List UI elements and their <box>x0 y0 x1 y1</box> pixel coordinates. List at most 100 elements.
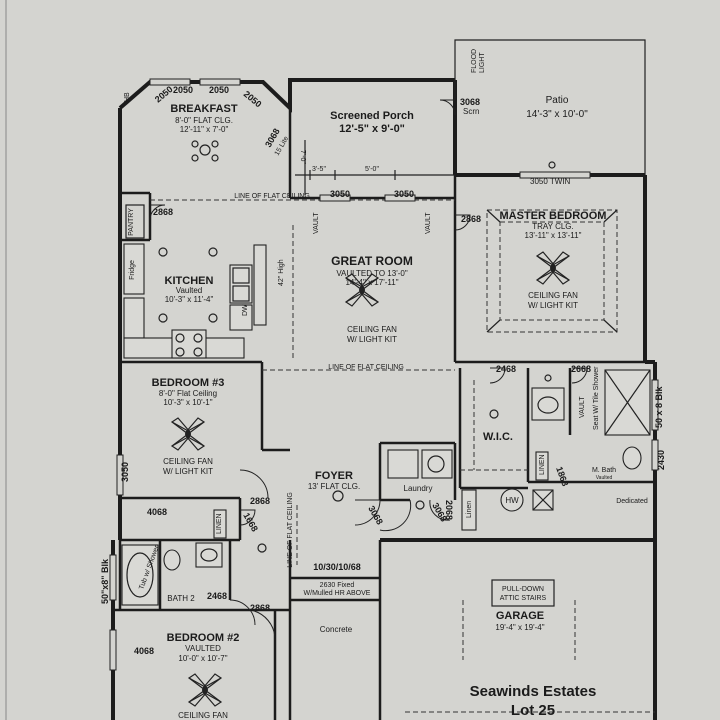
door-2868-bed3: 2868 <box>250 496 270 506</box>
window-2050-c: 2050 <box>209 85 229 95</box>
hose-bib: HB <box>124 92 131 102</box>
breakfast-size: 12'-11" x 7'-0" <box>180 125 229 134</box>
bedroom3-ceiling: 8'-0" Flat Ceiling <box>159 389 217 398</box>
pantry-name: PANTRY <box>128 208 135 236</box>
door-scrn-note: Scrn <box>463 107 479 116</box>
bedroom3-fan: CEILING FAN <box>163 457 213 466</box>
master-size: 13'-11" x 13'-11" <box>525 231 582 240</box>
garage-name: GARAGE <box>496 610 544 622</box>
kitchen-name: KITCHEN <box>165 275 214 287</box>
flood-light: FLOOD <box>471 49 478 73</box>
window-3050-twin: 3050 TWIN <box>530 177 571 186</box>
interior-walls <box>113 108 655 720</box>
dim-7-0: 7'-0" <box>299 150 306 164</box>
ceiling-lines <box>150 140 618 565</box>
window-3050-bed3: 3050 <box>120 462 130 482</box>
kitchen-fixtures <box>123 204 267 359</box>
great-room-size: 14'-4" x 17'-11" <box>345 278 398 287</box>
foyer-name: FOYER <box>315 470 353 482</box>
door-3068-scrn: 3068 <box>460 97 480 107</box>
bar-high: 42" High <box>278 259 285 286</box>
great-room-fan2: W/ LIGHT KIT <box>347 335 397 344</box>
great-room-fan: CEILING FAN <box>347 325 397 334</box>
door-2868-bed2: 2868 <box>250 603 270 613</box>
bedroom2-size: 10'-0" x 10'-7" <box>178 654 227 663</box>
dim-5-0: 5'-0" <box>365 166 379 173</box>
mbath-name: M. Bath <box>592 467 616 474</box>
flood-light2: LIGHT <box>479 52 486 73</box>
door-2868-master: 2868 <box>461 214 481 224</box>
master-ceiling: TRAY CLG. <box>532 222 574 231</box>
master-fan2: W/ LIGHT KIT <box>528 301 578 310</box>
dishwasher: DW <box>242 304 249 316</box>
great-room-name: GREAT ROOM <box>331 254 413 268</box>
foyer-ceiling: 13' FLAT CLG. <box>308 482 360 491</box>
room-labels: BREAKFAST 8'-0" FLAT CLG. 12'-11" x 7'-0… <box>128 95 648 720</box>
laundry-name: Laundry <box>404 484 433 493</box>
windows <box>109 78 659 671</box>
line-flat-ceiling-top: LINE OF FLAT CEILING <box>234 193 310 200</box>
bedroom2-fan: CEILING FAN <box>178 711 228 720</box>
patio-size: 14'-3" x 10'-0" <box>526 109 588 120</box>
light-fixture-icons <box>158 161 556 553</box>
door-2068-laundry: 2068 <box>444 500 454 520</box>
wic-name: W.I.C. <box>483 431 513 443</box>
vault-a: VAULT <box>313 212 320 234</box>
fixed-window: 2630 Fixed <box>320 582 355 589</box>
linen-c: Linen <box>466 501 473 518</box>
kitchen-ceiling: Vaulted <box>176 286 203 295</box>
line-flat-ceiling-vert: LINE OF FLAT CEILING <box>287 492 294 568</box>
master-fan: CEILING FAN <box>528 291 578 300</box>
concrete-name: Concrete <box>320 625 353 634</box>
window-2050-b: 2050 <box>173 85 193 95</box>
patio-name: Patio <box>546 95 569 106</box>
bath-fixtures <box>121 369 651 606</box>
fridge-name: Fridge <box>129 260 136 280</box>
bedroom3-fan2: W/ LIGHT KIT <box>163 467 213 476</box>
bedroom2-name: BEDROOM #2 <box>167 632 240 644</box>
door-swings <box>149 99 588 641</box>
dedicated-name: Dedicated <box>616 498 648 505</box>
door-2668-mbath: 2668 <box>571 364 591 374</box>
plan-title: Seawinds Estates Lot 25 <box>470 683 597 719</box>
line-flat-ceiling-mid: LINE OF FLAT CEILING <box>328 364 404 371</box>
breakfast-ceiling: 8'-0" FLAT CLG. <box>175 116 233 125</box>
kitchen-size: 10'-3" x 11'-4" <box>165 295 214 304</box>
title-line2: Lot 25 <box>511 702 555 719</box>
door-4068-bed2: 4068 <box>134 646 154 656</box>
shower-note: Seat W/ Tile Shower <box>593 366 600 430</box>
bedroom3-size: 10'-3" x 10'-1" <box>163 398 212 407</box>
attic-stairs <box>462 579 576 660</box>
vault-mbath: VAULT <box>579 396 586 418</box>
porch-name: Screened Porch <box>330 110 414 122</box>
window-3050-a: 3050 <box>330 189 350 199</box>
linen-a: LINEN <box>539 454 546 475</box>
patio-outline <box>454 39 646 175</box>
fixed-window2: W/Mulled HR ABOVE <box>304 590 371 597</box>
water-heater: HW <box>505 496 519 505</box>
garage-size: 19'-4" x 19'-4" <box>495 623 544 632</box>
master-name: MASTER BEDROOM <box>500 210 607 222</box>
door-4068-bed3: 4068 <box>147 507 167 517</box>
mbath-note: Vaulted <box>596 475 613 481</box>
block-50x8: 50 x 8 Blk <box>654 385 664 428</box>
vault-b: VAULT <box>425 212 432 234</box>
door-2468-bath2: 2468 <box>207 591 227 601</box>
garage-attic: PULL-DOWN <box>502 586 544 593</box>
bedroom3-name: BEDROOM #3 <box>152 377 225 389</box>
breakfast-name: BREAKFAST <box>170 103 238 115</box>
title-line1: Seawinds Estates <box>470 683 597 700</box>
block-50x8-left: 50"x8" Blk <box>100 558 110 604</box>
door-10-30-10-68: 10/30/10/68 <box>313 562 361 572</box>
door-2868-pantry: 2868 <box>153 207 173 217</box>
ceiling-fan-icons <box>170 140 571 707</box>
linen-b: LINEN <box>216 513 223 534</box>
bath2-name: BATH 2 <box>167 594 195 603</box>
window-3050-b: 3050 <box>394 189 414 199</box>
door-2468-wic: 2468 <box>496 364 516 374</box>
window-2430: 2430 <box>656 450 666 470</box>
porch-size: 12'-5" x 9'-0" <box>339 123 405 135</box>
great-room-ceiling: VAULTED TO 13'-0" <box>336 269 408 278</box>
